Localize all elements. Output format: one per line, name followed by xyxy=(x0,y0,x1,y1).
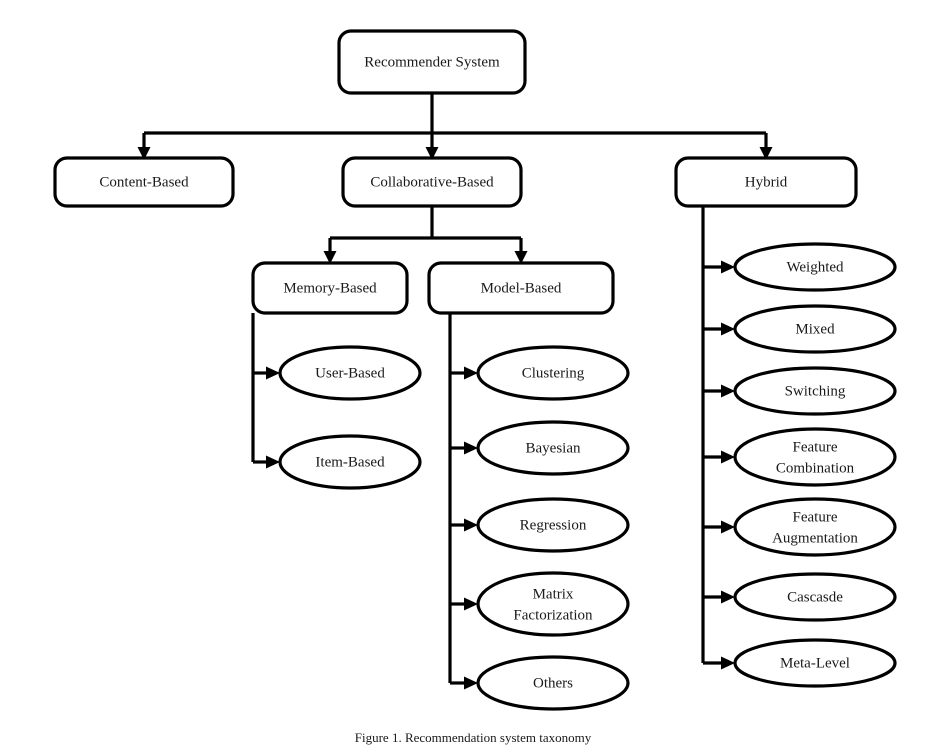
node-shape-recommender-system xyxy=(337,29,527,95)
node-feature-augmentation[interactable]: Feature Augmentation xyxy=(733,497,897,557)
node-bayesian[interactable]: Bayesian xyxy=(476,420,630,476)
node-shape-feature-augmentation xyxy=(733,497,897,557)
node-label-meta-level: Meta-Level xyxy=(780,655,850,671)
arrow-head-clustering xyxy=(464,366,478,380)
node-shape-item-based xyxy=(278,434,422,490)
node-label-matrix-factorization-line1: Matrix xyxy=(533,586,574,602)
node-shape-cascasde xyxy=(733,572,897,622)
edge-group-hybrid-children xyxy=(701,206,735,670)
arrow-head-memory xyxy=(323,251,337,264)
node-memory-based[interactable]: Memory-Based xyxy=(251,261,409,315)
arrow-head-collab xyxy=(425,147,439,160)
node-shape-others xyxy=(476,655,630,711)
arrow-head-user-based xyxy=(266,366,280,380)
node-label-weighted: Weighted xyxy=(786,259,844,275)
node-shape-user-based xyxy=(278,345,422,401)
node-mixed[interactable]: Mixed xyxy=(733,304,897,354)
node-label-switching: Switching xyxy=(785,383,846,399)
edge-group-memory-children xyxy=(251,313,280,469)
node-label-collaborative-based: Collaborative-Based xyxy=(370,174,494,190)
edge-group-collab-to-level2 xyxy=(323,206,528,264)
arrow-head-others xyxy=(464,676,478,690)
node-weighted[interactable]: Weighted xyxy=(733,242,897,292)
node-matrix-factorization[interactable]: Matrix Factorization xyxy=(476,571,630,637)
node-label-others: Others xyxy=(533,675,573,691)
node-shape-meta-level xyxy=(733,638,897,688)
node-shape-mixed xyxy=(733,304,897,354)
node-regression[interactable]: Regression xyxy=(476,497,630,553)
arrow-head-regression xyxy=(464,518,478,532)
node-others[interactable]: Others xyxy=(476,655,630,711)
arrow-head-cascasde xyxy=(721,590,735,604)
arrow-head-meta-level xyxy=(721,656,735,670)
arrow-head-hybrid xyxy=(759,147,773,160)
arrow-head-weighted xyxy=(721,260,735,274)
node-shape-memory-based xyxy=(251,261,409,315)
node-label-item-based: Item-Based xyxy=(315,454,385,470)
arrow-head-feature-augmentation xyxy=(721,520,735,534)
node-label-content-based: Content-Based xyxy=(99,174,189,190)
node-meta-level[interactable]: Meta-Level xyxy=(733,638,897,688)
node-label-matrix-factorization-line2: Factorization xyxy=(513,607,593,623)
node-item-based[interactable]: Item-Based xyxy=(278,434,422,490)
node-label-bayesian: Bayesian xyxy=(526,440,581,456)
arrow-head-mixed xyxy=(721,322,735,336)
node-label-feature-combination-line1: Feature xyxy=(793,439,838,455)
node-label-model-based: Model-Based xyxy=(481,280,562,296)
edge-group-model-children xyxy=(448,313,478,690)
node-clustering[interactable]: Clustering xyxy=(476,345,630,401)
arrow-head-matrix-factorization xyxy=(464,597,478,611)
node-label-clustering: Clustering xyxy=(522,365,585,381)
node-cascasde[interactable]: Cascasde xyxy=(733,572,897,622)
arrow-head-content xyxy=(137,147,151,160)
node-recommender-system[interactable]: Recommender System xyxy=(337,29,527,95)
node-user-based[interactable]: User-Based xyxy=(278,345,422,401)
node-label-user-based: User-Based xyxy=(315,365,385,381)
node-shape-matrix-factorization xyxy=(476,571,630,637)
figure-caption: Figure 1. Recommendation system taxonomy xyxy=(355,730,592,745)
node-label-cascasde: Cascasde xyxy=(787,589,843,605)
node-shape-collaborative-based xyxy=(341,156,523,208)
edge-group-root-to-level1 xyxy=(137,93,773,160)
node-shape-feature-combination xyxy=(733,427,897,487)
arrow-head-feature-combination xyxy=(721,450,735,464)
node-shape-model-based xyxy=(427,261,615,315)
arrow-head-bayesian xyxy=(464,441,478,455)
node-shape-weighted xyxy=(733,242,897,292)
arrow-head-switching xyxy=(721,384,735,398)
node-label-hybrid: Hybrid xyxy=(745,174,788,190)
node-hybrid[interactable]: Hybrid xyxy=(674,156,858,208)
node-content-based[interactable]: Content-Based xyxy=(53,156,235,208)
node-shape-content-based xyxy=(53,156,235,208)
arrow-head-model xyxy=(514,251,528,264)
node-feature-combination[interactable]: Feature Combination xyxy=(733,427,897,487)
node-label-feature-combination-line2: Combination xyxy=(776,460,855,476)
node-label-mixed: Mixed xyxy=(795,321,835,337)
node-shape-clustering xyxy=(476,345,630,401)
node-label-feature-augmentation-line1: Feature xyxy=(793,509,838,525)
node-shape-switching xyxy=(733,366,897,416)
node-collaborative-based[interactable]: Collaborative-Based xyxy=(341,156,523,208)
node-shape-bayesian xyxy=(476,420,630,476)
node-switching[interactable]: Switching xyxy=(733,366,897,416)
node-label-memory-based: Memory-Based xyxy=(283,280,377,296)
node-shape-hybrid xyxy=(674,156,858,208)
node-label-recommender-system: Recommender System xyxy=(364,54,500,70)
node-label-regression: Regression xyxy=(520,517,587,533)
node-label-feature-augmentation-line2: Augmentation xyxy=(772,530,858,546)
arrow-head-item-based xyxy=(266,455,280,469)
node-model-based[interactable]: Model-Based xyxy=(427,261,615,315)
node-shape-regression xyxy=(476,497,630,553)
